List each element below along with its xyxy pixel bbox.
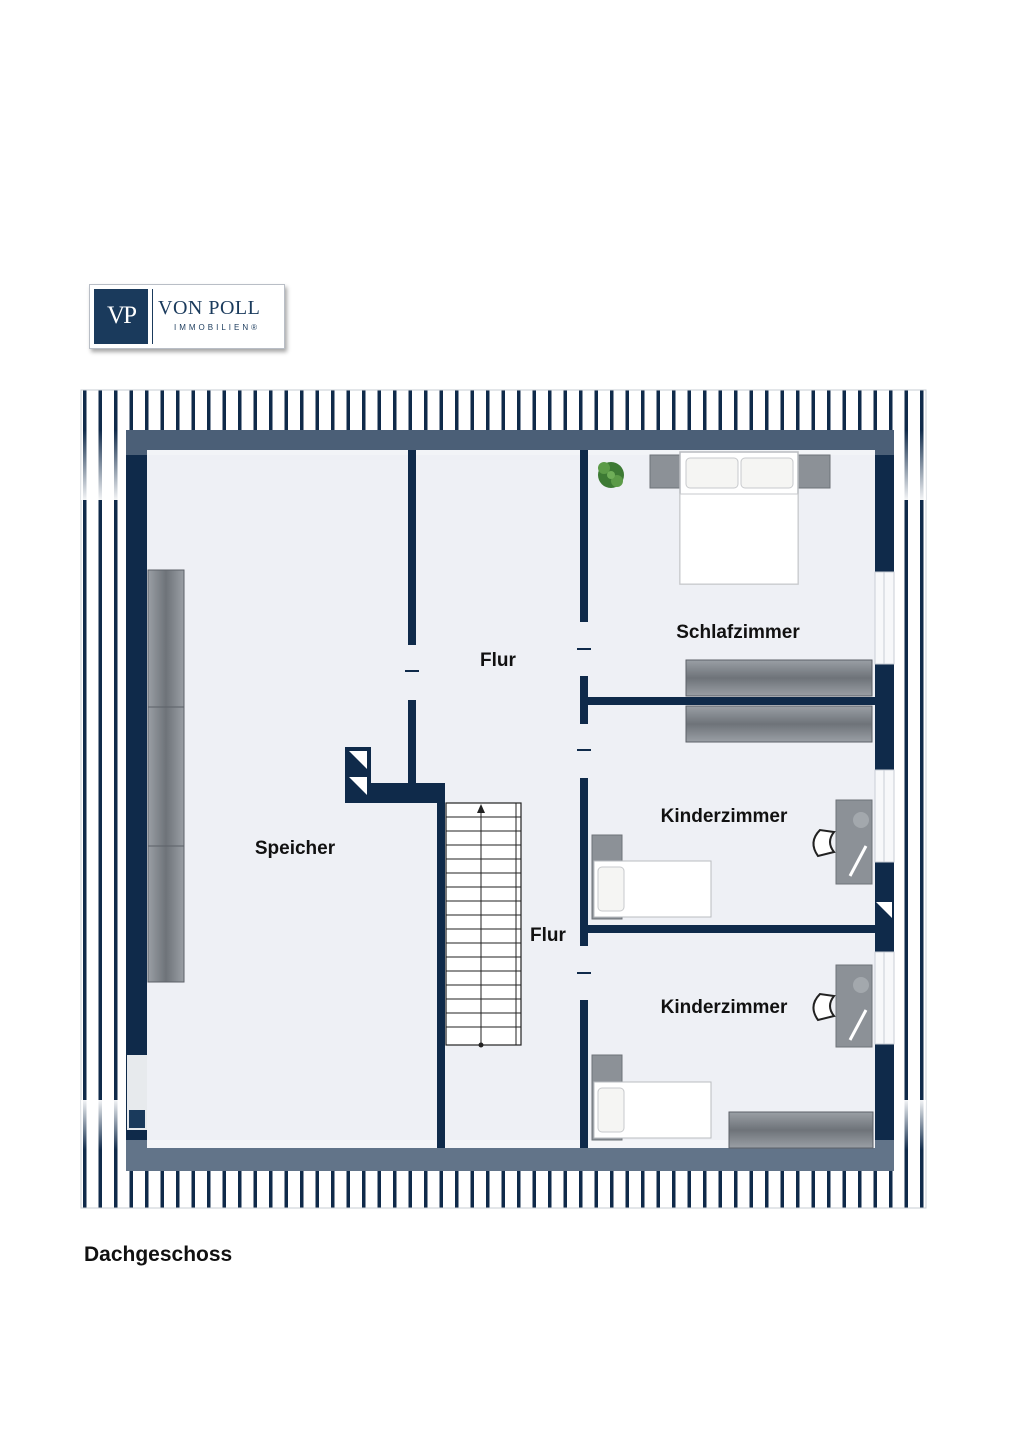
room-label-hall-upper: Flur xyxy=(480,650,516,671)
room-label-hall-lower: Flur xyxy=(530,925,566,946)
room-label-bedroom: Schlafzimmer xyxy=(676,622,800,643)
bed-icon xyxy=(649,451,831,585)
logo-name: VON POLL xyxy=(158,297,261,319)
chimney-icon xyxy=(345,747,892,918)
windows xyxy=(874,571,895,1045)
desk-chair-icon xyxy=(812,964,873,1048)
logo-subtitle: IMMOBILIEN® xyxy=(174,323,261,332)
bed-icon xyxy=(591,834,712,920)
plant-icon xyxy=(598,462,624,488)
room-label-kids-room-2: Kinderzimmer xyxy=(661,997,788,1018)
bed-icon xyxy=(591,1054,712,1141)
logo-monogram: VP xyxy=(94,289,148,344)
von-poll-logo: VP VON POLL IMMOBILIEN® xyxy=(89,284,285,349)
wardrobe xyxy=(147,569,185,983)
logo-divider xyxy=(152,289,153,344)
wardrobe xyxy=(685,659,874,1149)
interior-walls xyxy=(345,450,875,1148)
room-label-kids-room-1: Kinderzimmer xyxy=(661,806,788,827)
room-label-storage: Speicher xyxy=(255,838,336,859)
stairs-icon xyxy=(445,802,522,1048)
floor-plan-logo xyxy=(127,1055,147,1130)
desk-chair-icon xyxy=(812,799,873,885)
floor-caption: Dachgeschoss xyxy=(84,1243,233,1266)
